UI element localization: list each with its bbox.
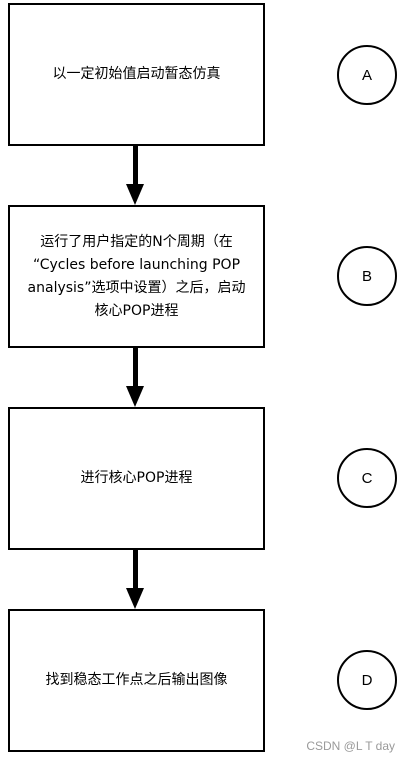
step-text-b-line-3: analysis”选项中设置）之后，启动 (27, 279, 246, 296)
arrow-b-to-c (125, 348, 145, 408)
step-text-b-line-4: 核心POP进程 (94, 302, 179, 319)
arrow-c-to-d (125, 550, 145, 610)
watermark: CSDN @L T day (306, 739, 395, 753)
arrow-a-to-b (125, 146, 145, 206)
step-text-d: 找到稳态工作点之后输出图像 (45, 672, 228, 688)
step-text-b-line-2: “Cycles before launching POP (32, 256, 241, 273)
label-circle-a: A (337, 45, 397, 105)
step-text-c: 进行核心POP进程 (80, 470, 193, 486)
step-text-a: 以一定初始值启动暂态仿真 (52, 66, 221, 82)
step-box-d: 找到稳态工作点之后输出图像 (8, 609, 265, 752)
label-circle-c: C (337, 448, 397, 508)
label-circle-d: D (337, 650, 397, 710)
step-box-a: 以一定初始值启动暂态仿真 (8, 3, 265, 146)
arrow-down-icon (126, 348, 144, 407)
arrow-down-icon (126, 146, 144, 205)
arrow-down-icon (126, 550, 144, 609)
step-text-b-line-1: 运行了用户指定的N个周期（在 (40, 233, 233, 250)
step-box-c: 进行核心POP进程 (8, 407, 265, 550)
step-box-b: 运行了用户指定的N个周期（在 “Cycles before launching … (8, 205, 265, 348)
label-circle-b: B (337, 246, 397, 306)
step-text-b: 运行了用户指定的N个周期（在 “Cycles before launching … (18, 231, 256, 323)
